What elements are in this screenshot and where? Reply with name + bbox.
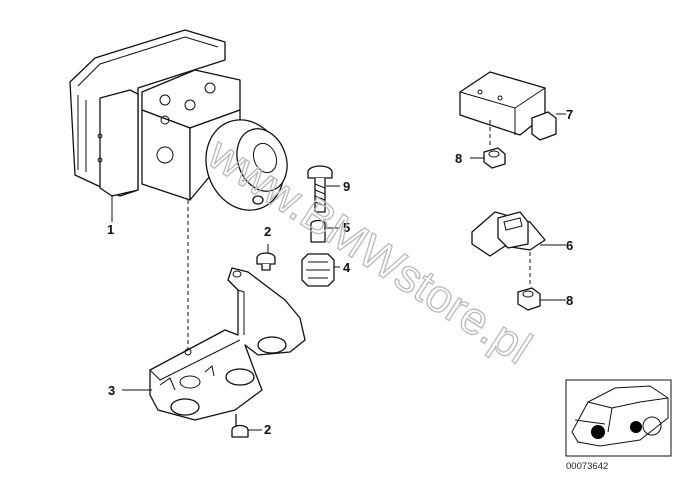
sleeve-icon (310, 219, 340, 243)
callout-3: 3 (108, 383, 115, 398)
bolt-icon (231, 414, 262, 438)
callout-8-lower: 8 (566, 293, 573, 308)
callout-9: 9 (343, 179, 350, 194)
callout-6: 6 (566, 238, 573, 253)
callout-1: 1 (107, 222, 114, 237)
nut-icon (470, 147, 506, 169)
diagram-number: 00073642 (566, 461, 608, 472)
callout-7: 7 (566, 107, 573, 122)
callout-4: 4 (343, 260, 351, 275)
sensor-icon (471, 211, 566, 285)
callout-2-lower: 2 (264, 422, 271, 437)
sensor-icon (459, 71, 566, 148)
bracket-icon (122, 267, 306, 421)
bolt-icon (256, 244, 276, 271)
nut-icon (517, 287, 566, 311)
bolt-icon (307, 165, 340, 213)
callout-8-upper: 8 (455, 151, 462, 166)
car-location-thumbnail-icon (565, 379, 672, 457)
abs-hydraulic-unit-icon (69, 29, 288, 222)
rubber-mount-icon (301, 253, 340, 287)
callout-5: 5 (343, 220, 350, 235)
callout-2-upper: 2 (264, 224, 271, 239)
